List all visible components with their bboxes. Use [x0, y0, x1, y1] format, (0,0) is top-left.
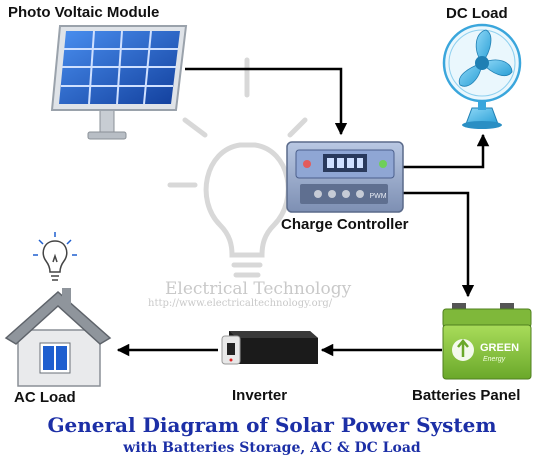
solar-panel-icon	[50, 25, 188, 140]
wire-controller-to-dc-load	[403, 133, 490, 169]
inverter-label: Inverter	[232, 387, 288, 404]
charge-controller-label: Charge Controller	[281, 216, 409, 233]
pv-module-label: Photo Voltaic Module	[8, 4, 160, 21]
battery-tag-label: Energy	[483, 356, 506, 363]
diagram-subtitle: with Batteries Storage, AC & DC Load	[123, 440, 421, 456]
fan-icon	[442, 23, 522, 129]
house-icon	[4, 288, 112, 387]
inverter-icon	[221, 331, 318, 365]
diagram-title: General Diagram of Solar Power System	[47, 413, 497, 437]
watermark-bulb-icon	[167, 57, 308, 278]
light-bulb-icon	[33, 232, 77, 281]
charge-controller-icon: PWM	[286, 141, 404, 213]
connection-wires	[116, 67, 490, 357]
wire-pv-to-controller	[185, 67, 348, 136]
dc-load-label: DC Load	[446, 5, 508, 22]
watermark-title: Electrical Technology	[165, 279, 352, 299]
wire-controller-to-battery	[403, 191, 475, 298]
battery-icon: GREEN Energy	[442, 303, 532, 380]
battery-brand-label: GREEN	[480, 342, 519, 354]
batteries-panel-label: Batteries Panel	[412, 387, 521, 404]
ac-load-label: AC Load	[14, 389, 76, 406]
controller-badge: PWM	[369, 193, 386, 200]
watermark-url: http://www.electricaltechnology.org/	[148, 298, 333, 309]
